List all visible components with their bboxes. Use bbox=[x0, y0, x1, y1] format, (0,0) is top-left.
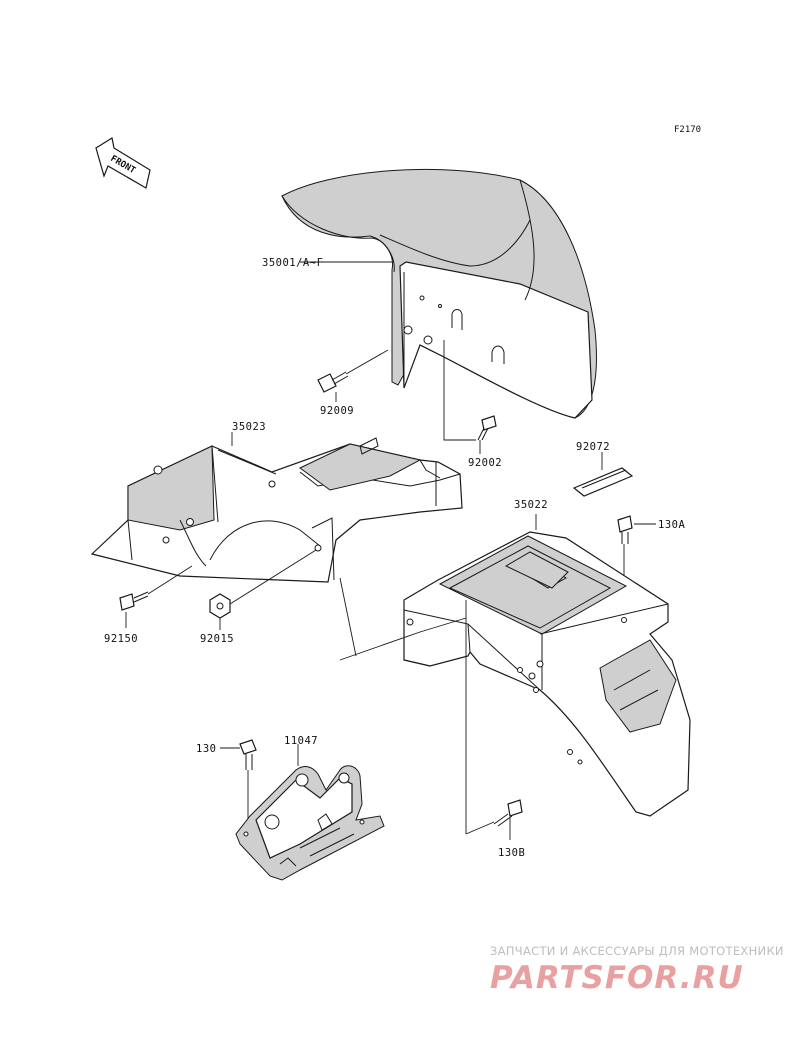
bolt-130a-label: 130A bbox=[658, 519, 685, 531]
front-fender bbox=[281, 168, 597, 419]
front-fender-label: 35001/A~F bbox=[262, 257, 323, 269]
inner-fender-label: 35023 bbox=[232, 421, 266, 433]
bracket-label: 11047 bbox=[284, 735, 318, 747]
bolt-92150-icon bbox=[119, 591, 149, 611]
bolt-130b-icon bbox=[493, 799, 523, 827]
bolt-92150-label: 92150 bbox=[104, 633, 138, 645]
bolt-130-icon bbox=[239, 739, 257, 770]
bolt-92009-label: 92009 bbox=[320, 405, 354, 417]
figure-code: F2170 bbox=[674, 125, 701, 135]
nut-92015-icon bbox=[209, 593, 231, 619]
watermark-logo: PARTSFOR.RU bbox=[490, 960, 744, 996]
strap-label: 92072 bbox=[576, 441, 610, 453]
bolt-130b-label: 130B bbox=[498, 847, 525, 859]
nut-92015-label: 92015 bbox=[200, 633, 234, 645]
rear-fender bbox=[403, 531, 691, 817]
front-arrow-icon: FRONT bbox=[95, 137, 151, 189]
watermark-tagline: ЗАПЧАСТИ И АКСЕССУАРЫ ДЛЯ МОТОТЕХНИКИ bbox=[490, 944, 784, 958]
bolt-130-label: 130 bbox=[196, 743, 216, 755]
bolt-92009-icon bbox=[317, 371, 349, 393]
bolt-130a-icon bbox=[617, 515, 633, 544]
inner-fender bbox=[90, 437, 463, 583]
bracket-11047 bbox=[235, 765, 385, 881]
strap-92072-icon bbox=[572, 467, 634, 497]
bolt-92002-label: 92002 bbox=[468, 457, 502, 469]
rear-fender-label: 35022 bbox=[514, 499, 548, 511]
bolt-92002-icon bbox=[477, 415, 497, 441]
